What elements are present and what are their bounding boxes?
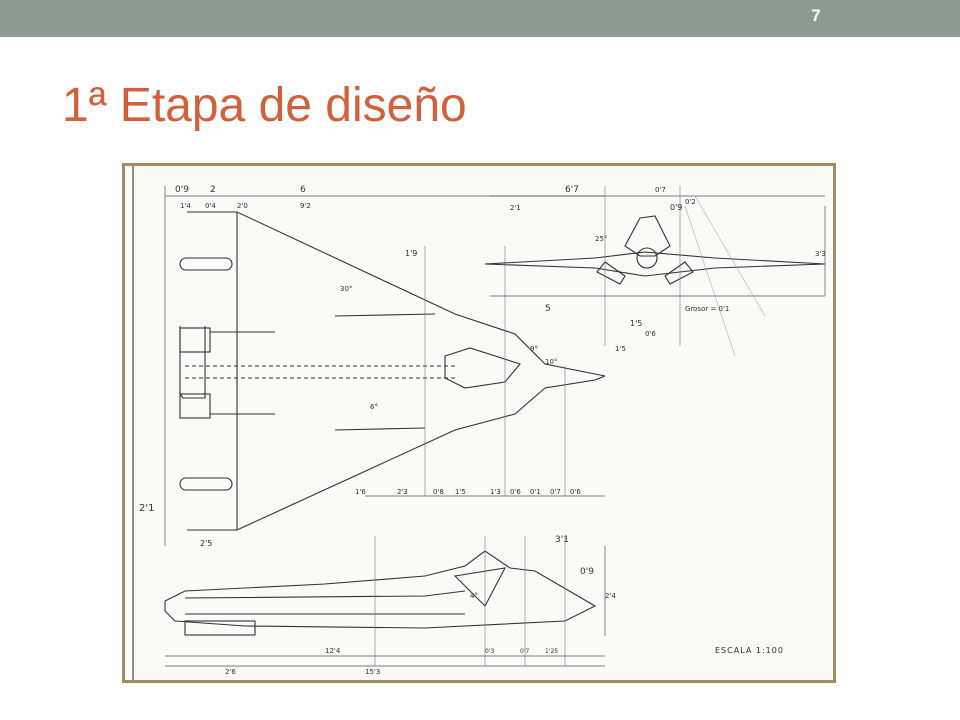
dim-top-2: 6 [300, 185, 306, 195]
dim-plan-10: 2'5 [200, 539, 212, 548]
dim-side-4: 0'9 [580, 567, 594, 577]
dim-side-3: 3'1 [555, 535, 569, 545]
front-view [484, 186, 826, 357]
angle-0: 30° [340, 285, 352, 293]
dim-plan-8: 0'6 [570, 488, 581, 496]
top-view [164, 186, 606, 546]
dim-top-0: 0'9 [175, 185, 189, 195]
dim-plan-4: 1'3 [490, 488, 501, 496]
dim-plan-5: 0'6 [510, 488, 521, 496]
dim-top-5: 2'0 [237, 202, 248, 210]
dim-front-1: 2'1 [510, 204, 521, 212]
dim-plan-0: 1'6 [355, 488, 366, 496]
angle-4: 6° [370, 403, 378, 411]
angle-5: 4° [470, 592, 478, 600]
dim-front-5: 1'5 [630, 319, 642, 328]
dim-plan-1: 2'3 [397, 488, 408, 496]
angle-2: 9° [530, 345, 538, 353]
dim-front-2: 0'7 [655, 186, 666, 194]
dim-front-6: 5 [545, 304, 551, 314]
dim-plan-2: 0'8 [433, 488, 444, 496]
dim-front-8: 0'6 [645, 330, 656, 338]
dim-front-0: 6'7 [565, 185, 579, 195]
scale-label: ESCALA 1:100 [715, 646, 784, 655]
dim-side-8: 1'25 [545, 648, 558, 655]
dim-plan-6: 0'1 [530, 488, 541, 496]
technical-drawing: 0'9 2 6 1'4 0'4 2'0 9'2 6'7 2'1 0'7 0'9 … [122, 163, 836, 683]
dim-front-9: 3'3 [815, 250, 826, 258]
side-view [164, 536, 606, 667]
dim-plan-9: 2'1 [139, 503, 154, 514]
dim-front-7: 1'5 [615, 345, 626, 353]
header-bar: 7 [0, 0, 960, 37]
dim-side-7: 0'7 [520, 648, 529, 655]
dim-front-4: 0'2 [685, 198, 696, 206]
dim-top-1: 2 [210, 185, 216, 195]
dim-side-0: 2'6 [225, 668, 236, 676]
dim-side-2: 15'3 [365, 668, 380, 676]
thickness-label: Grosor = 0'1 [685, 305, 729, 313]
dim-plan-3: 1'5 [455, 488, 466, 496]
dim-side-5: 2'4 [605, 592, 616, 600]
angle-3: 10° [545, 358, 557, 366]
dim-side-1: 12'4 [325, 647, 341, 655]
slide-number: 7 [811, 6, 821, 25]
dim-top-6: 9'2 [300, 202, 311, 210]
dim-top-4: 0'4 [205, 202, 216, 210]
dim-top-3: 1'4 [180, 202, 191, 210]
dim-front-3: 0'9 [670, 203, 682, 212]
dim-plan-11: 1'9 [405, 249, 417, 258]
dim-plan-7: 0'7 [550, 488, 561, 496]
angle-1: 25° [595, 235, 607, 243]
dim-side-6: 0'3 [485, 648, 494, 655]
slide-title: 1ª Etapa de diseño [62, 79, 467, 132]
